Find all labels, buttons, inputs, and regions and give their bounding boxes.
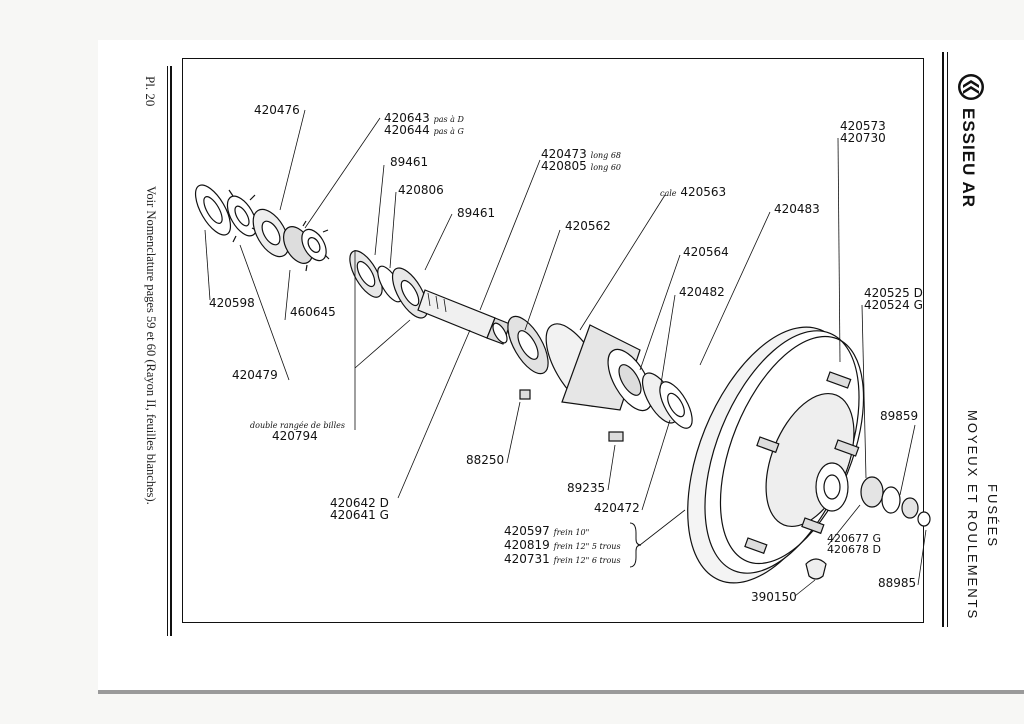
hub-bearing-drawing bbox=[507, 315, 549, 375]
part-label: 420598 bbox=[209, 296, 255, 310]
left-margin-rule bbox=[170, 66, 172, 636]
castle-nut-drawing bbox=[282, 220, 330, 272]
part-label: 89461 bbox=[457, 206, 496, 220]
part-label: 420562 bbox=[565, 219, 611, 233]
part-label: 89461 bbox=[390, 155, 429, 169]
right-margin-rule bbox=[942, 52, 944, 627]
part-label: 390150 bbox=[751, 590, 797, 604]
part-label: 420473 long 68 bbox=[541, 147, 622, 161]
part-label: 420597 frein 10" bbox=[504, 524, 590, 538]
right-margin-rule-thin bbox=[947, 52, 948, 627]
part-label: 420678 D bbox=[827, 543, 881, 556]
part-label: 460645 bbox=[290, 305, 336, 319]
small-bolts-drawing bbox=[519, 389, 624, 442]
part-label: 420479 bbox=[232, 368, 278, 382]
brake-drum-drawing bbox=[687, 326, 865, 584]
part-label: 420472 bbox=[594, 501, 640, 515]
part-label: 420524 G bbox=[864, 298, 923, 312]
part-label: 420482 bbox=[679, 285, 725, 299]
part-label: 420525 D bbox=[864, 286, 923, 300]
part-label: cale 420563 bbox=[660, 185, 727, 199]
part-label: 89859 bbox=[880, 409, 919, 423]
part-label: 420564 bbox=[683, 245, 729, 259]
thrust-washer-drawing bbox=[194, 184, 232, 236]
hub-body-drawing bbox=[545, 323, 653, 412]
axle-nut-drawing bbox=[252, 208, 290, 258]
stub-axle-drawing bbox=[417, 289, 511, 345]
leader-lines bbox=[204, 109, 927, 597]
part-label: 88250 bbox=[466, 453, 505, 467]
left-margin-rule-thin bbox=[167, 66, 168, 636]
part-label: 420642 D bbox=[330, 496, 389, 510]
part-label: 420794 bbox=[272, 429, 318, 443]
part-label: 420819 frein 12" 5 trous bbox=[504, 538, 621, 552]
part-label: 420644 pas à G bbox=[384, 123, 464, 137]
group-brace bbox=[629, 522, 642, 568]
part-label: 420483 bbox=[774, 202, 820, 216]
part-label: 420806 bbox=[398, 183, 444, 197]
part-label: 420731 frein 12" 6 trous bbox=[504, 552, 621, 566]
part-label: 89235 bbox=[567, 481, 606, 495]
wheel-studs-drawing bbox=[744, 371, 860, 555]
part-label: 88985 bbox=[878, 576, 917, 590]
hub-nut-and-cap-drawing bbox=[860, 476, 931, 527]
part-label: double rangée de billes bbox=[250, 421, 345, 430]
sheet-edge-shadow bbox=[98, 690, 1024, 694]
part-label: 420805 long 60 bbox=[541, 159, 622, 173]
part-label: 420476 bbox=[254, 103, 300, 117]
spacer-and-bearing-drawing bbox=[377, 265, 429, 319]
oil-seal-drawing bbox=[641, 372, 693, 429]
part-label: 420730 bbox=[840, 131, 886, 145]
part-label: 420677 G bbox=[827, 532, 882, 545]
part-label: 420573 bbox=[840, 119, 886, 133]
diagram-frame bbox=[182, 58, 924, 623]
acorn-nut-drawing bbox=[805, 558, 827, 580]
citroen-double-chevron-logo bbox=[958, 74, 984, 100]
bearing-drawing bbox=[349, 250, 383, 298]
tab-lockwasher-drawing bbox=[226, 189, 259, 243]
part-label: 420641 G bbox=[330, 508, 389, 522]
part-label: 420643 pas à D bbox=[384, 111, 464, 125]
